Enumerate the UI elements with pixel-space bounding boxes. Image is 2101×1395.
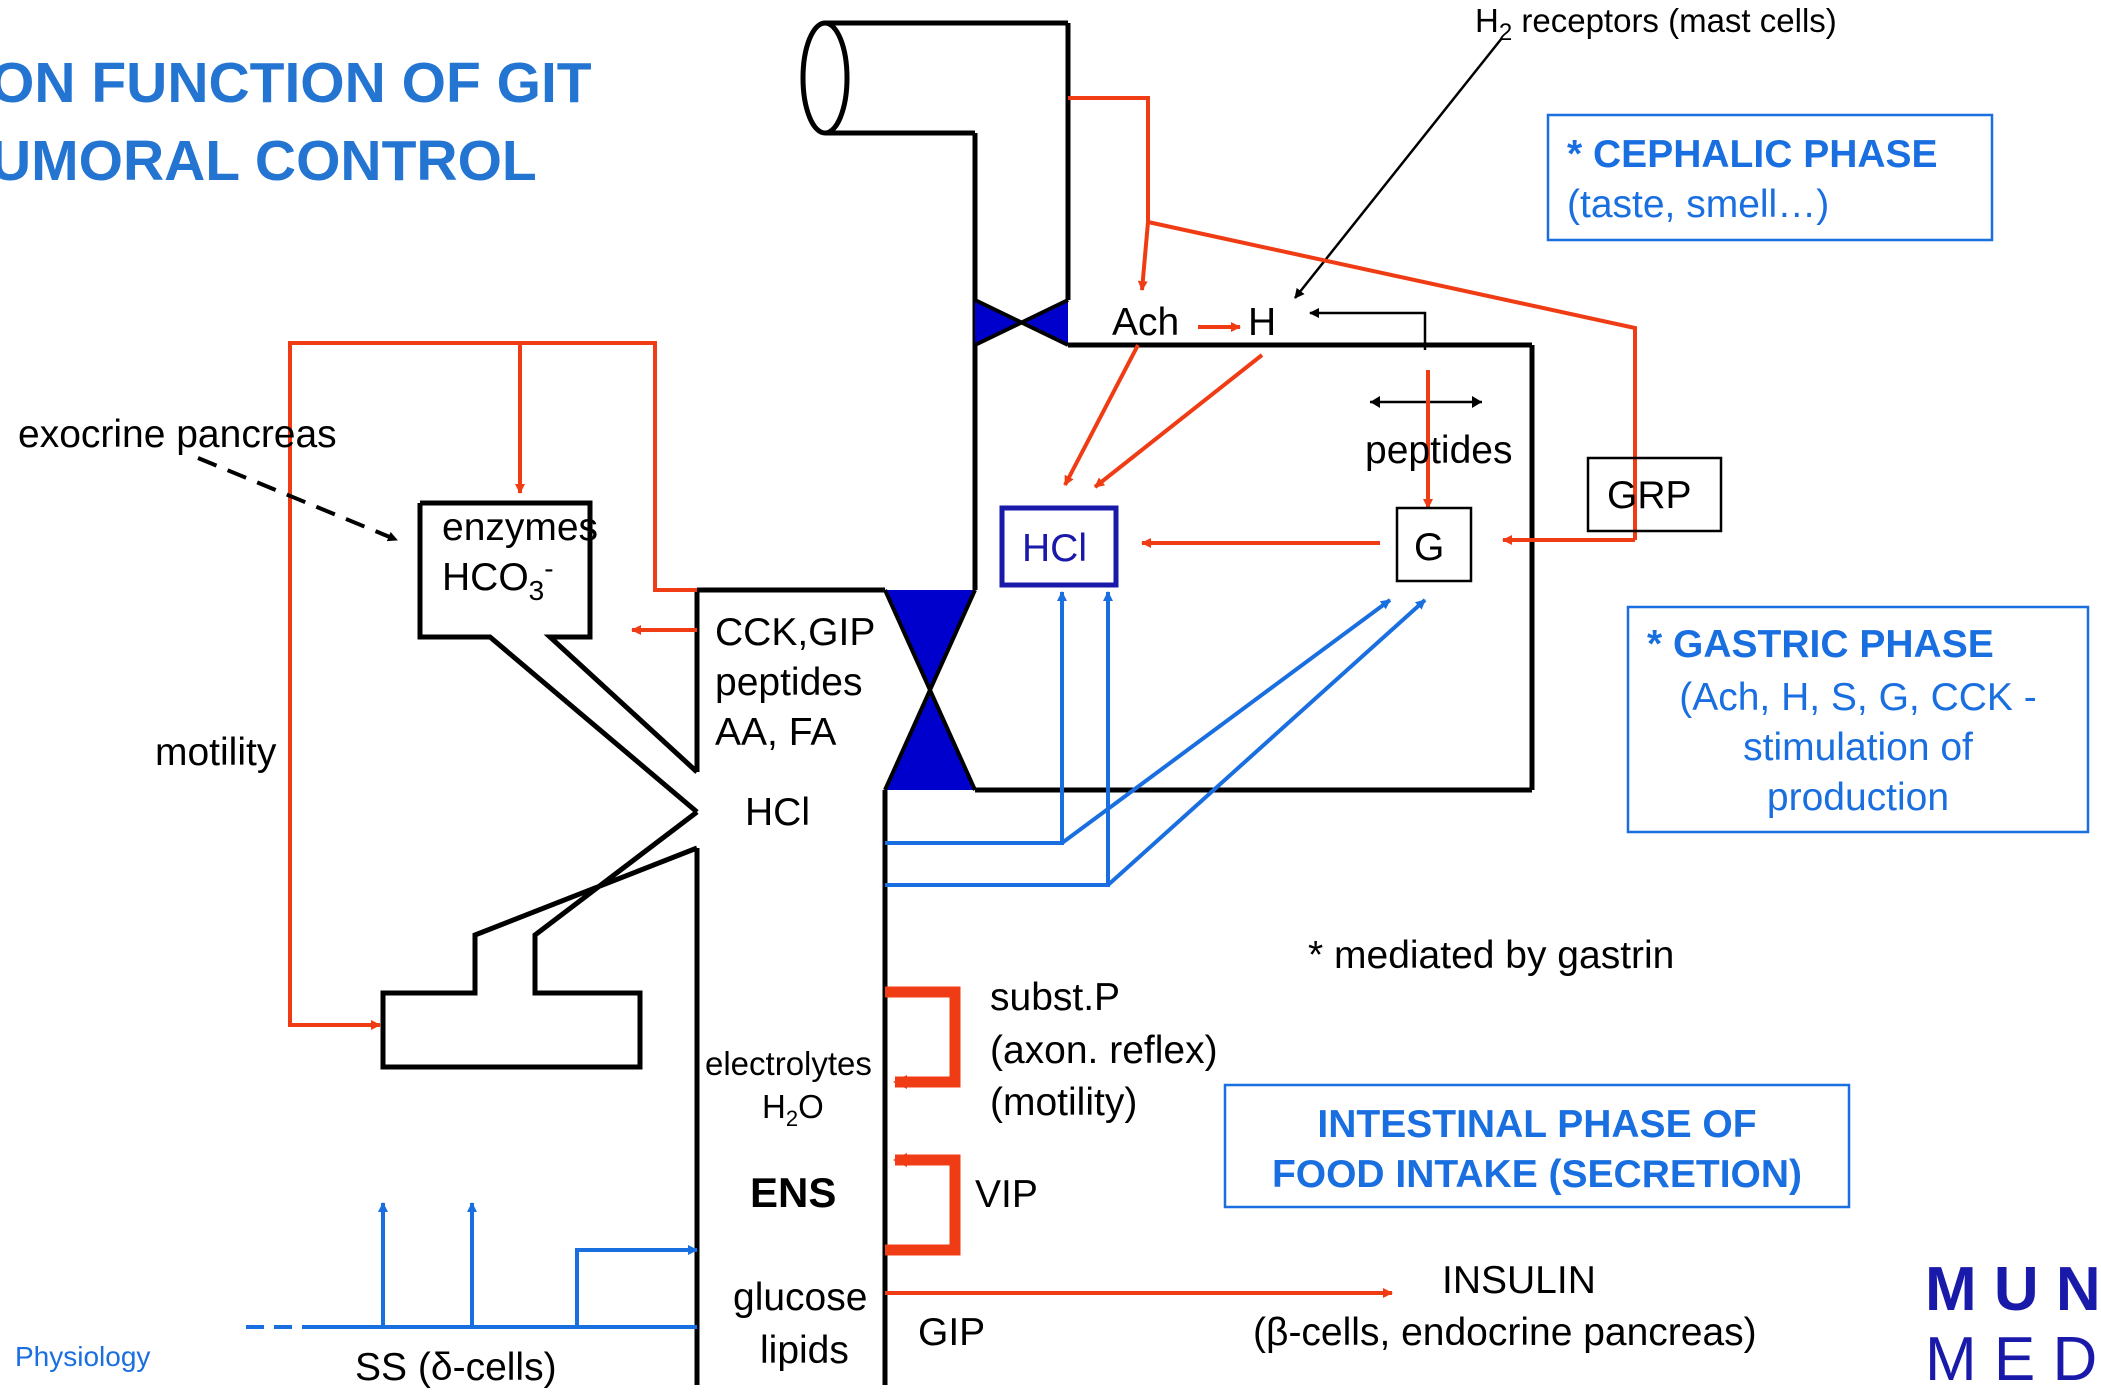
h2-receptors-label: H2 receptors (mast cells) [1475,2,1837,46]
somatostatin-label: SS (δ-cells) [355,1346,557,1389]
axon-reflex-label: (axon. reflex) [990,1029,1218,1072]
mediated-by-gastrin-label: * mediated by gastrin [1308,934,1674,977]
duodenum [697,590,885,1385]
lipids-label: lipids [760,1329,849,1372]
motility-loop-arrows [290,343,697,1025]
grp-label: GRP [1607,474,1692,517]
title-line2: UMORAL CONTROL [0,129,537,193]
gastric-phase-line1: (Ach, H, S, G, CCK - [1679,676,2037,719]
somatostatin-arrows [246,1203,697,1327]
enzymes-label: enzymes [442,506,598,549]
h2o-label: H2O [762,1088,824,1131]
g-cell-label: G [1414,526,1444,569]
aa-fa-label: AA, FA [715,711,836,754]
ens-label: ENS [750,1169,836,1216]
cephalic-phase-title: * CEPHALIC PHASE [1567,133,1938,176]
ach-label: Ach [1112,301,1179,344]
exocrine-pancreas-arrow [198,458,397,540]
vip-label: VIP [975,1173,1038,1216]
blue-feedback-arrows [885,592,1425,885]
muni-logo-line2: M E D [1925,1325,2097,1390]
hcl-box-label: HCl [1022,527,1087,570]
physiology-footer-label: Physiology [15,1341,150,1372]
esophagus [803,23,1068,590]
pyloric-sphincter [885,590,975,790]
cardiac-sphincter [975,300,1068,345]
motility-label: motility [155,731,277,774]
gastric-phase-line2: stimulation of [1743,726,1973,769]
muni-logo-line1: M U N I [1925,1255,2101,1324]
peptides-stomach-label: peptides [1365,429,1512,472]
gip-bottom-label: GIP [918,1311,985,1354]
hco3-label: HCO3- [442,553,554,606]
gastric-phase-title: * GASTRIC PHASE [1647,623,1994,666]
glucose-label: glucose [733,1276,867,1319]
intestinal-phase-line1: INTESTINAL PHASE OF [1317,1103,1756,1146]
motility-paren-label: (motility) [990,1081,1137,1124]
cck-gip-label: CCK,GIP [715,611,875,654]
intestinal-phase-line2: FOOD INTAKE (SECRETION) [1272,1153,1802,1196]
subst-p-label: subst.P [990,976,1120,1019]
exocrine-pancreas-label: exocrine pancreas [18,413,337,456]
peptides-duodenum-label: peptides [715,661,862,704]
title-line1: ON FUNCTION OF GIT [0,51,592,115]
cephalic-phase-subtitle: (taste, smell…) [1567,183,1829,226]
h-label: H [1248,301,1276,344]
beta-cells-label: (β-cells, endocrine pancreas) [1253,1311,1757,1354]
electrolytes-label: electrolytes [705,1045,872,1082]
gastric-phase-line3: production [1767,776,1949,819]
reflex-loops [885,992,955,1250]
insulin-label: INSULIN [1442,1259,1596,1302]
stomach-red-arrows [1065,345,1635,543]
hcl-lumen-label: HCl [745,791,810,834]
